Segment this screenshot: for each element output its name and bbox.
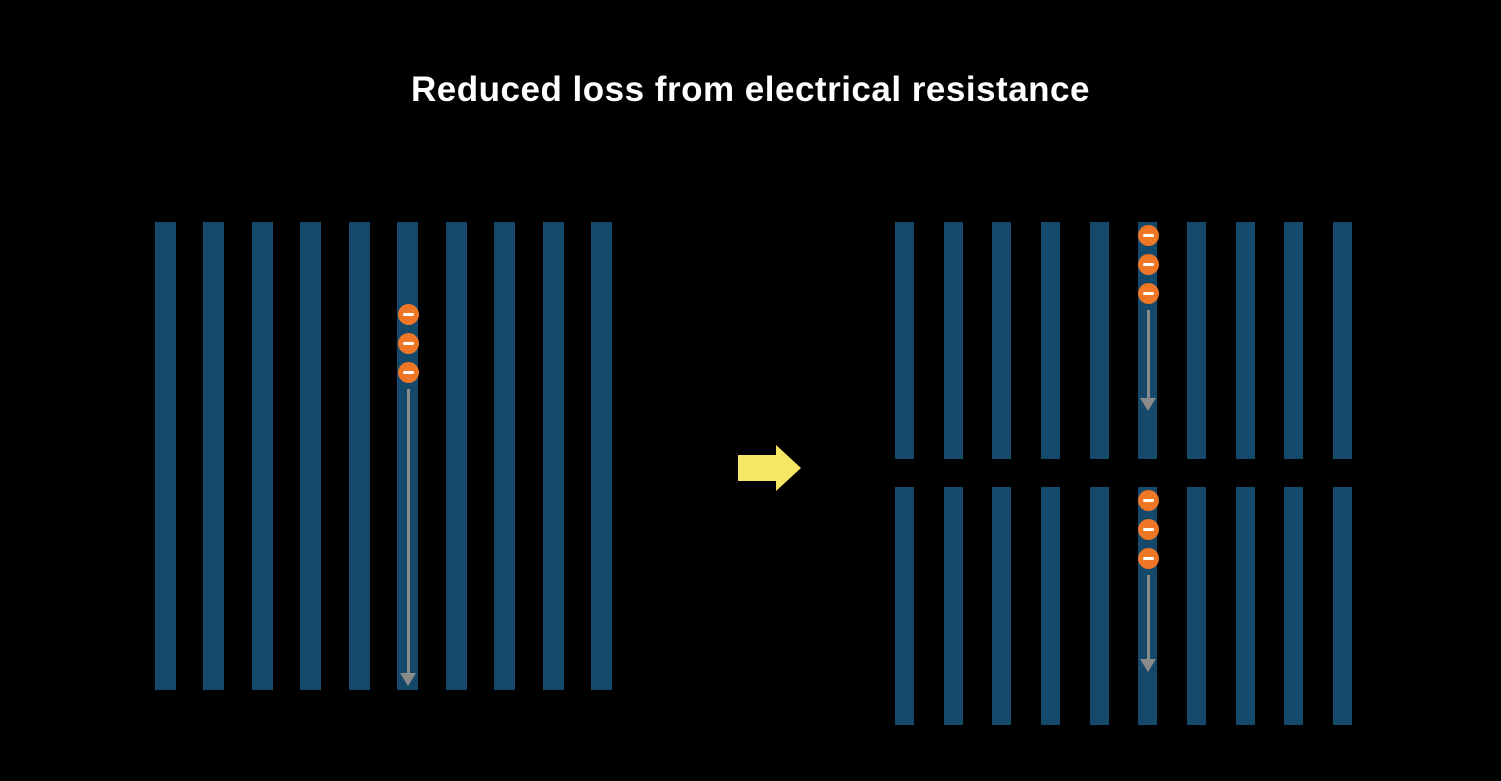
down-arrow-icon: [1140, 659, 1156, 672]
minus-icon: [402, 312, 414, 317]
conductor-bar: [445, 222, 467, 690]
electron-icon: [1137, 548, 1159, 569]
electron-stack: [1137, 225, 1159, 304]
down-arrow-icon: [1140, 398, 1156, 411]
conductor-bar: [300, 222, 322, 690]
conductor-bar: [943, 487, 963, 725]
electron-flow-top-right: [1137, 225, 1159, 411]
right-arrow-icon: [738, 445, 801, 491]
conductor-bar: [1235, 487, 1255, 725]
conductor-bar: [895, 222, 914, 459]
half-cell-bottom-bars: [895, 487, 1352, 725]
conductor-bar: [1089, 222, 1109, 459]
down-arrow-line: [406, 389, 410, 673]
full-cell-bars: [155, 222, 612, 690]
electron-icon: [1137, 254, 1159, 275]
minus-icon: [402, 341, 414, 346]
conductor-bar: [895, 487, 914, 725]
conductor-bar: [203, 222, 225, 690]
conductor-bar: [494, 222, 516, 690]
electron-stack: [397, 304, 419, 383]
conductor-bar: [155, 222, 176, 690]
electron-icon: [1137, 519, 1159, 540]
conductor-bar: [1332, 487, 1352, 725]
minus-icon: [1142, 291, 1154, 296]
electron-icon: [1137, 225, 1159, 246]
minus-icon: [1142, 556, 1154, 561]
electron-icon: [397, 362, 419, 383]
electron-flow-bottom-right: [1137, 490, 1159, 672]
minus-icon: [402, 370, 414, 375]
right-arrow-head: [776, 445, 801, 491]
conductor-bar: [1040, 222, 1060, 459]
conductor-bar: [1186, 222, 1206, 459]
electron-flow-left: [397, 304, 419, 686]
conductor-bar: [590, 222, 612, 690]
conductor-bar: [1284, 222, 1304, 459]
diagram-title: Reduced loss from electrical resistance: [411, 70, 1090, 109]
minus-icon: [1142, 527, 1154, 532]
minus-icon: [1142, 262, 1154, 267]
conductor-bar: [542, 222, 564, 690]
conductor-bar: [1332, 222, 1352, 459]
conductor-bar: [943, 222, 963, 459]
down-arrow-icon: [400, 673, 416, 686]
conductor-bar: [348, 222, 370, 690]
conductor-bar: [1235, 222, 1255, 459]
conductor-bar: [1040, 487, 1060, 725]
electron-stack: [1137, 490, 1159, 569]
electron-icon: [1137, 283, 1159, 304]
conductor-bar: [251, 222, 273, 690]
half-cell-top-bars: [895, 222, 1352, 459]
electron-icon: [397, 304, 419, 325]
conductor-bar: [1186, 487, 1206, 725]
right-arrow-shaft: [738, 455, 776, 481]
conductor-bar: [1284, 487, 1304, 725]
conductor-bar: [992, 487, 1012, 725]
minus-icon: [1142, 233, 1154, 238]
electron-icon: [397, 333, 419, 354]
conductor-bar: [992, 222, 1012, 459]
down-arrow-line: [1146, 575, 1150, 659]
down-arrow-line: [1146, 310, 1150, 398]
conductor-bar: [1089, 487, 1109, 725]
electron-icon: [1137, 490, 1159, 511]
minus-icon: [1142, 498, 1154, 503]
